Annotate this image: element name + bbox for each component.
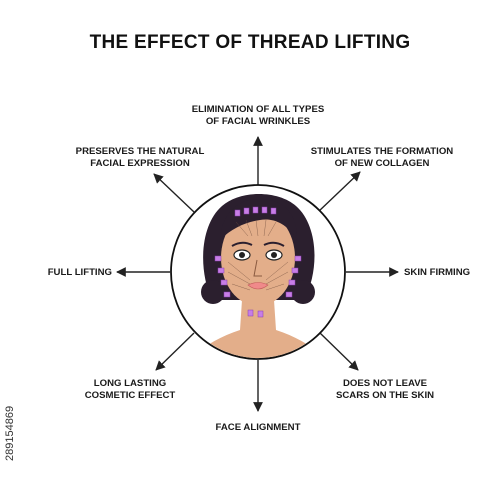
arrow-icon (155, 332, 195, 371)
stock-id-watermark: 289154869 (4, 406, 16, 461)
arrow-icon (317, 171, 361, 213)
effect-label-top-right: STIMULATES THE FORMATION OF NEW COLLAGEN (310, 146, 454, 169)
face (221, 210, 295, 306)
stock-id-text: 289154869 (4, 406, 16, 461)
effect-label-right: SKIN FIRMING (404, 267, 471, 278)
effect-label-left: FULL LIFTING (47, 267, 112, 278)
effect-label-bottom: FACE ALIGNMENT (215, 422, 301, 433)
effect-label-top: ELIMINATION OF ALL TYPES OF FACIAL WRINK… (191, 104, 325, 127)
effect-label-top-left: PRESERVES THE NATURAL FACIAL EXPRESSION (75, 146, 205, 169)
arrow-icon (153, 173, 195, 213)
effect-label-bottom-left: LONG LASTING COSMETIC EFFECT (84, 378, 176, 401)
arrow-icon (319, 332, 359, 371)
woman-face-illustration (170, 184, 346, 360)
page-title: THE EFFECT OF THREAD LIFTING (89, 32, 411, 53)
effect-label-bottom-right: DOES NOT LEAVE SCARS ON THE SKIN (335, 378, 435, 401)
arrows-group (116, 136, 399, 412)
